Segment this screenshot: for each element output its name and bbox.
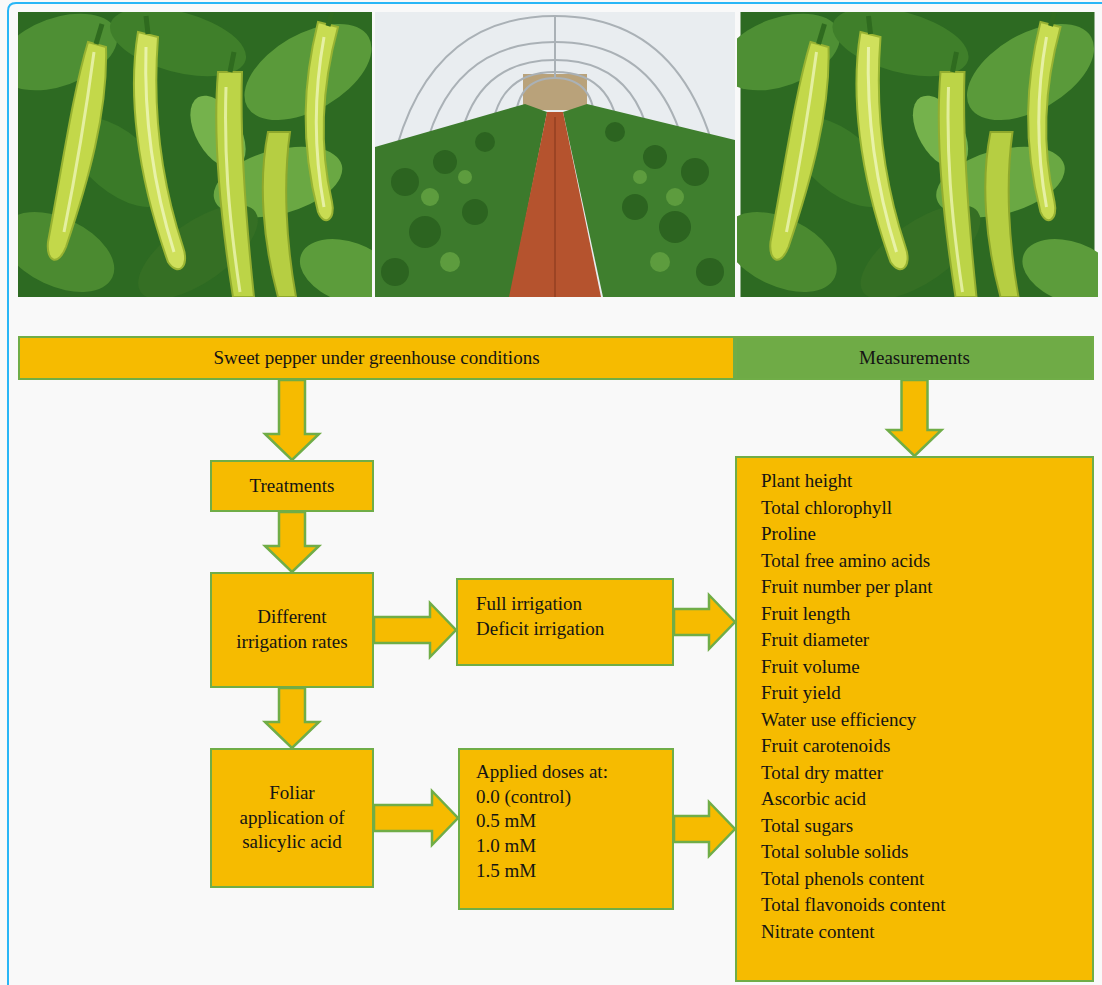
process-box: Foliar application of salicylic acid — [210, 748, 374, 888]
measurement-item: Total sugars — [761, 813, 1080, 840]
process-box: Different irrigation rates — [210, 572, 374, 688]
option-item: Full irrigation — [476, 592, 656, 617]
block-arrow — [265, 380, 319, 460]
process-box: Treatments — [210, 460, 374, 512]
measurement-item: Ascorbic acid — [761, 786, 1080, 813]
measurement-item: Proline — [761, 521, 1080, 548]
measurement-item: Fruit number per plant — [761, 574, 1080, 601]
band-label: Measurements — [747, 346, 1082, 371]
box-label: Foliar application of salicylic acid — [234, 781, 350, 855]
block-arrow — [265, 512, 319, 572]
pepper-photo — [0, 0, 405, 317]
block-arrow — [888, 380, 942, 456]
option-item: Deficit irrigation — [476, 617, 656, 642]
block-arrow — [374, 603, 456, 657]
option-item: 1.5 mM — [476, 859, 658, 884]
measurement-list-box: Plant heightTotal chlorophyllProlineTota… — [735, 456, 1094, 982]
block-arrow — [674, 595, 735, 649]
soil-path-line — [554, 117, 556, 297]
measurement-item: Water use efficiency — [761, 707, 1080, 734]
greenhouse-film — [375, 12, 735, 297]
option-item: 0.5 mM — [476, 809, 658, 834]
box-label: Treatments — [224, 474, 360, 499]
block-arrow — [265, 688, 319, 748]
option-item: 1.0 mM — [476, 834, 658, 859]
greenhouse-end-wall — [523, 74, 587, 110]
measurement-item: Total phenols content — [761, 866, 1080, 893]
measurement-item: Fruit yield — [761, 680, 1080, 707]
header-band: Measurements — [735, 336, 1094, 380]
measurement-item: Total flavonoids content — [761, 892, 1080, 919]
greenhouse-photo — [375, 12, 735, 297]
measurement-item: Fruit carotenoids — [761, 733, 1080, 760]
header-band: Sweet pepper under greenhouse conditions — [18, 336, 735, 380]
band-label: Sweet pepper under greenhouse conditions — [30, 346, 723, 371]
measurement-item: Total chlorophyll — [761, 495, 1080, 522]
option-item: Applied doses at: — [476, 760, 658, 785]
pepper-photo — [711, 0, 1102, 317]
option-box: Applied doses at:0.0 (control)0.5 mM1.0 … — [458, 748, 674, 910]
measurement-item: Total soluble solids — [761, 839, 1080, 866]
measurement-item: Total free amino acids — [761, 548, 1080, 575]
measurement-item: Fruit length — [761, 601, 1080, 628]
block-arrow — [674, 802, 735, 856]
block-arrow — [374, 791, 458, 845]
option-box: Full irrigationDeficit irrigation — [456, 578, 674, 666]
measurement-item: Total dry matter — [761, 760, 1080, 787]
soil-path — [509, 112, 601, 297]
measurement-item: Plant height — [761, 468, 1080, 495]
option-item: 0.0 (control) — [476, 785, 658, 810]
measurement-item: Fruit volume — [761, 654, 1080, 681]
measurement-item: Fruit diameter — [761, 627, 1080, 654]
box-label: Different irrigation rates — [234, 605, 350, 654]
measurement-item: Nitrate content — [761, 919, 1080, 946]
